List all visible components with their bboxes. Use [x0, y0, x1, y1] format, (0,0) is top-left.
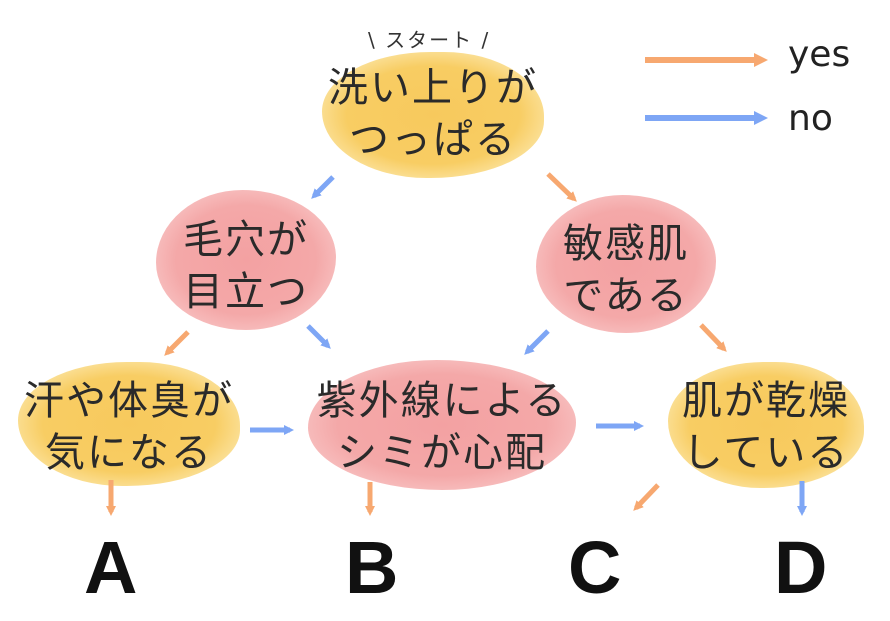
node-uv-spots-line1: 紫外線による [316, 378, 568, 424]
node-wash-tight-line2: つっぱる [349, 117, 517, 163]
node-sweat-odor: 汗や体臭が 気になる [10, 375, 248, 479]
node-uv-spots-line2: シミが心配 [337, 430, 547, 476]
node-dry-skin-line2: している [682, 430, 850, 476]
node-bg-n4 [18, 362, 240, 486]
node-wash-tight: 洗い上りが つっぱる [322, 62, 544, 166]
node-sweat-odor-line2: 気になる [45, 430, 213, 476]
node-uv-spots: 紫外線による シミが心配 [300, 375, 584, 479]
node-bg-n5 [308, 360, 576, 490]
result-d: D [774, 526, 828, 609]
node-wash-tight-line1: 洗い上りが [328, 65, 538, 111]
result-c: C [568, 526, 622, 609]
start-label: \ スタート / [368, 28, 491, 52]
node-bg-n2 [156, 190, 336, 330]
node-bg-n1 [322, 52, 544, 178]
node-pores-visible: 毛穴が 目立つ [156, 214, 336, 318]
arrow-n3-to-n5-no [524, 329, 550, 355]
node-sensitive-skin-line1: 敏感肌 [563, 221, 689, 267]
arrow-n1-to-n2-no [311, 175, 335, 199]
node-bg-n3 [536, 195, 716, 333]
node-sensitive-skin: 敏感肌 である [536, 218, 716, 322]
result-b: B [345, 526, 399, 609]
node-pores-visible-line2: 目立つ [183, 269, 309, 315]
arrow-n6-to-c-yes [633, 483, 660, 511]
arrow-n2-to-n5-no [306, 324, 331, 349]
node-bg-n6 [668, 362, 864, 488]
node-dry-skin: 肌が乾燥 している [664, 375, 868, 479]
node-dry-skin-line1: 肌が乾燥 [682, 378, 850, 424]
arrow-n1-to-n3-yes [546, 172, 577, 202]
arrow-n2-to-n4-yes [164, 330, 190, 356]
legend-no-label: no [788, 98, 833, 139]
arrow-n3-to-n6-yes [699, 323, 727, 352]
legend-yes-label: yes [788, 34, 851, 75]
node-sweat-odor-line1: 汗や体臭が [24, 378, 234, 424]
result-a: A [84, 526, 138, 609]
node-sensitive-skin-line2: である [563, 273, 689, 319]
node-pores-visible-line1: 毛穴が [183, 217, 309, 263]
